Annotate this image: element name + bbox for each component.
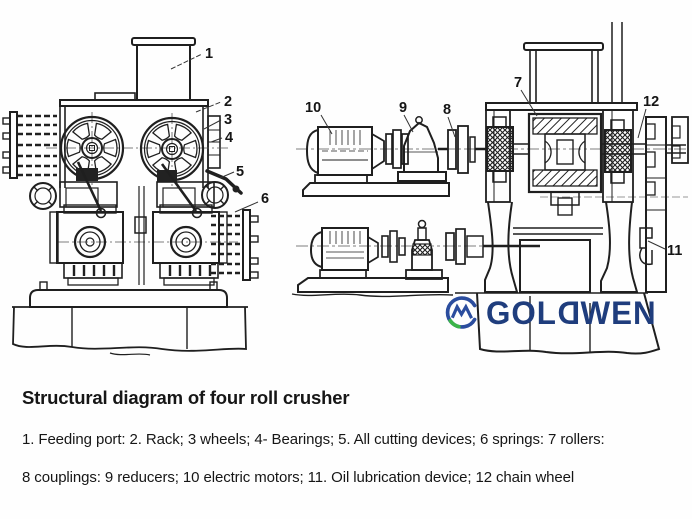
front-leaders	[170, 53, 259, 213]
lower-roller-left	[49, 204, 124, 286]
springs-right	[211, 209, 259, 281]
label-9: 9	[399, 100, 407, 116]
label-8: 8	[443, 102, 451, 118]
page-title: Structural diagram of four roll crusher	[22, 387, 350, 408]
cutting-device-lever	[205, 169, 243, 195]
base-front	[12, 281, 248, 356]
adjuster-boxes	[59, 181, 215, 208]
feeding-port-front	[131, 37, 196, 100]
front-view-labels: 1 2 3 4 5 6	[205, 46, 269, 207]
label-10: 10	[305, 100, 321, 116]
reducer-lower	[405, 219, 443, 280]
springs-left	[2, 111, 57, 179]
center-rod	[134, 186, 147, 285]
coupling-8	[438, 125, 487, 174]
label-6: 6	[261, 191, 269, 207]
oil-lubrication-device	[639, 227, 653, 266]
label-4: 4	[225, 130, 233, 146]
bearing-stand-left	[486, 116, 514, 183]
rack-side	[484, 22, 639, 293]
crusher-diagram: 1 2 3 4 5 6	[2, 22, 689, 356]
side-view-labels: 7 8 9 10 11 12	[305, 75, 682, 259]
reducer-upper	[397, 116, 447, 182]
lower-roller-right	[152, 204, 228, 286]
legend-line-2: 8 couplings: 9 reducers; 10 electric mot…	[22, 469, 575, 486]
bearing-caps	[29, 181, 229, 210]
label-3: 3	[224, 112, 232, 128]
electric-motor-upper	[302, 126, 450, 197]
electric-motor-lower	[291, 227, 454, 298]
label-2: 2	[224, 94, 232, 110]
side-view	[291, 22, 689, 355]
label-1: 1	[205, 46, 213, 62]
roller-block	[513, 112, 686, 216]
chain-wheel	[645, 116, 689, 293]
coupling-lower-b	[445, 228, 540, 265]
label-5: 5	[236, 164, 244, 180]
side-leaders	[320, 89, 666, 250]
coupling-lower-a	[381, 230, 406, 263]
front-view	[2, 37, 259, 356]
foundation-side	[455, 292, 661, 355]
label-11: 11	[667, 243, 682, 259]
bearing-stand-right	[604, 119, 632, 184]
legend-line-1: 1. Feeding port: 2. Rack; 3 wheels; 4- B…	[22, 431, 605, 448]
label-7: 7	[514, 75, 522, 91]
label-12: 12	[643, 94, 659, 110]
drive-links	[76, 161, 203, 219]
